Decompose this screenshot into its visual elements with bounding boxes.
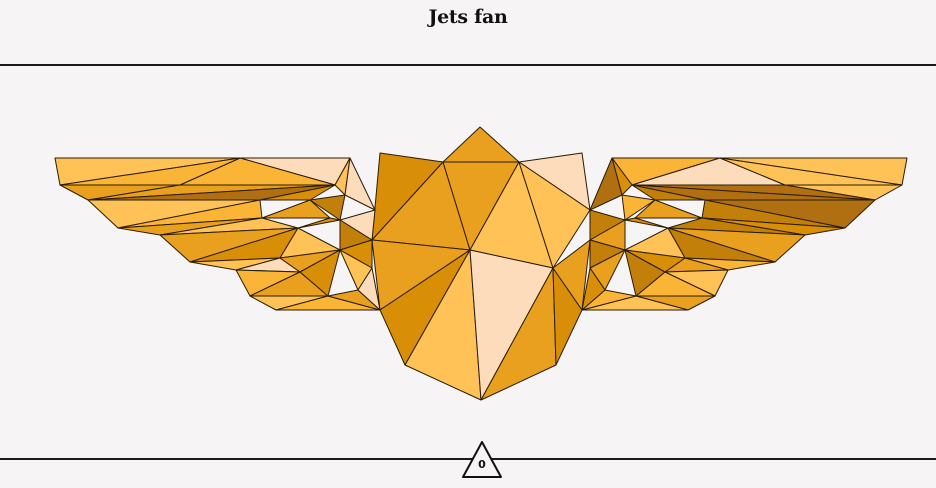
- badge-facet-61[interactable]: [621, 194, 656, 221]
- puzzle-stage: [0, 66, 936, 458]
- badge-facet-76[interactable]: [624, 249, 666, 297]
- header-bar: Jets fan: [0, 0, 936, 66]
- badge-facet-60[interactable]: [634, 199, 703, 219]
- badge-facet-56[interactable]: [589, 157, 623, 211]
- jets-wings-badge[interactable]: [0, 66, 936, 458]
- badge-facet-27[interactable]: [309, 194, 346, 221]
- badge-facet-58[interactable]: [631, 184, 706, 201]
- triangle-outline-icon: [462, 441, 502, 478]
- counter-value: 0: [478, 458, 486, 471]
- badge-facet-13[interactable]: [552, 239, 591, 311]
- move-counter[interactable]: 0: [460, 440, 504, 480]
- badge-facet-30[interactable]: [297, 217, 341, 229]
- badge-facet-24[interactable]: [259, 184, 336, 201]
- page-title: Jets fan: [428, 6, 508, 28]
- badge-facet-42[interactable]: [299, 249, 341, 297]
- badge-facet-6[interactable]: [518, 161, 591, 269]
- badge-facet-0[interactable]: [442, 126, 520, 163]
- badge-facet-47[interactable]: [357, 267, 381, 311]
- footer-divider: [0, 458, 936, 460]
- badge-facet-81[interactable]: [581, 267, 606, 311]
- badge-facet-22[interactable]: [344, 157, 376, 211]
- badge-facet-26[interactable]: [261, 199, 331, 219]
- badge-facet-64[interactable]: [624, 217, 669, 229]
